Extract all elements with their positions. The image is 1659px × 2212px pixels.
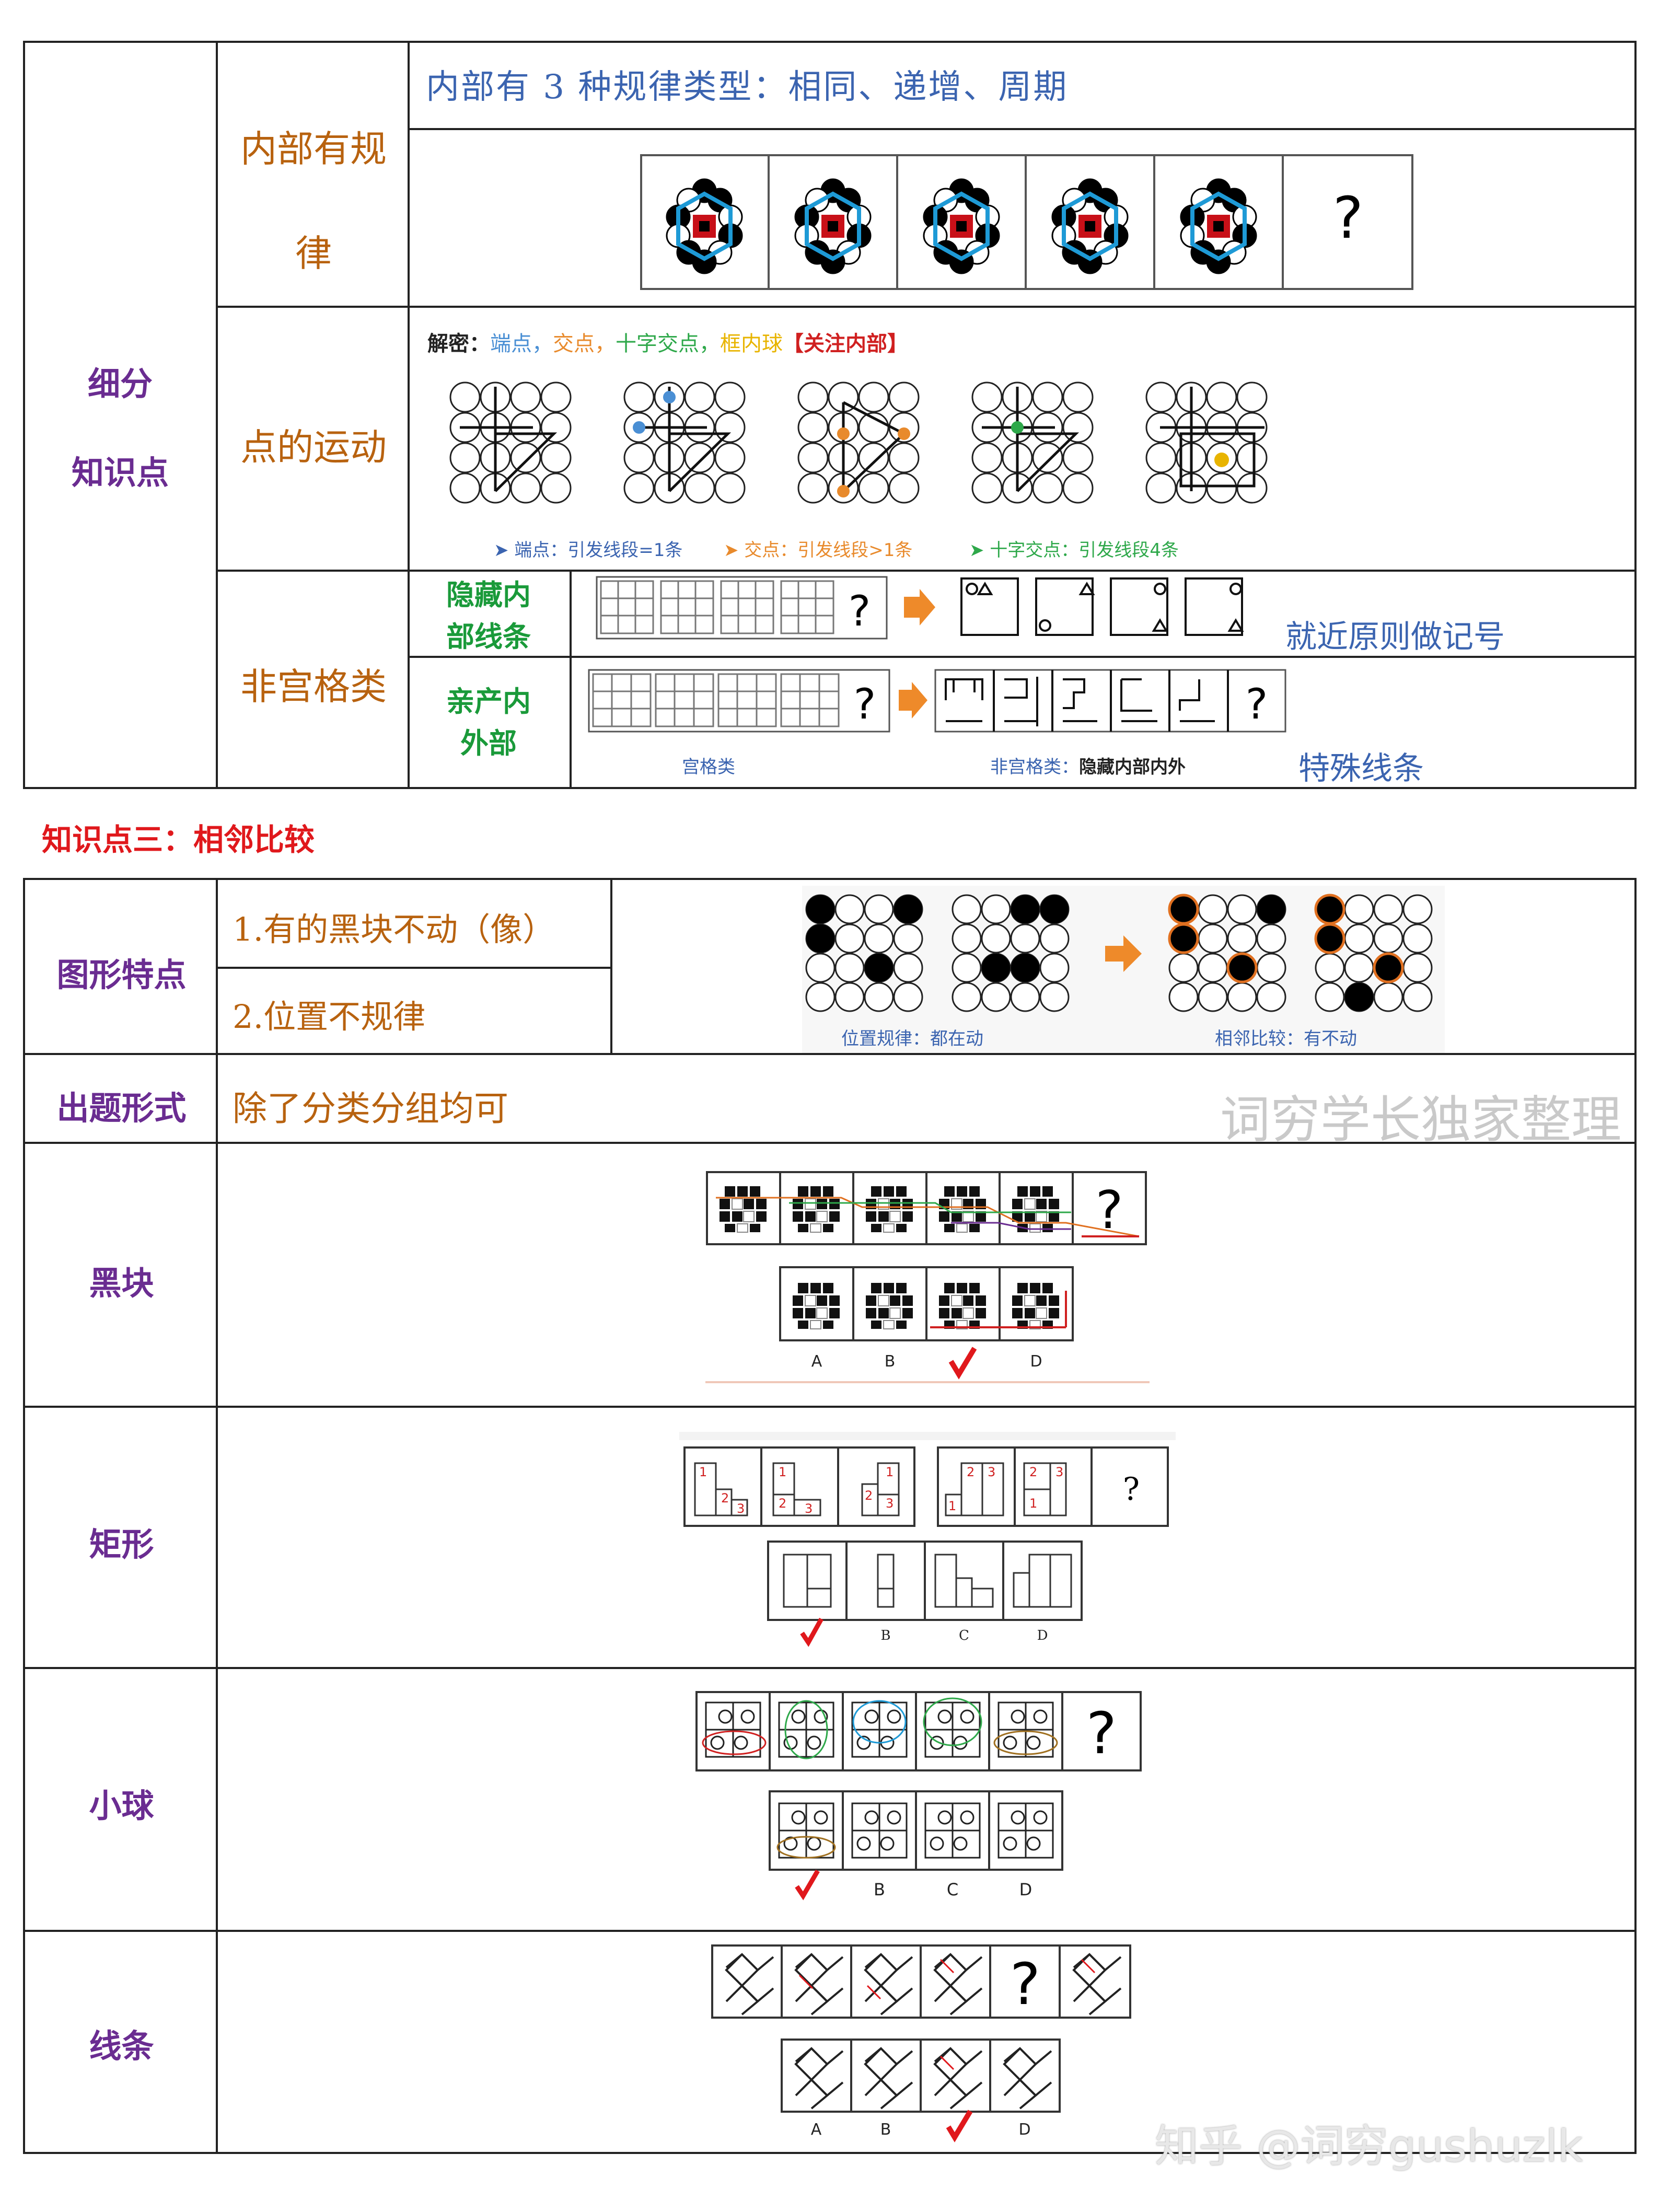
legend-prefix: 解密： [427, 332, 490, 356]
caption-non-grid-prefix: 非宫格类： [990, 757, 1079, 778]
svg-text:?: ? [1095, 1179, 1123, 1241]
watermark: 词穷学长独家整理 [1220, 1091, 1621, 1149]
svg-text:A: A [811, 1352, 822, 1371]
caption-non-grid-type: 非宫格类：隐藏内部内外 [990, 752, 1186, 778]
svg-text:B: B [880, 2121, 891, 2139]
question-mark: ? [849, 587, 871, 635]
feature-item-2: 2.位置不规律 [233, 998, 426, 1036]
inner-outer-figure: ? ? [588, 669, 1286, 733]
point-motion-figures [449, 381, 1268, 504]
svg-text:D: D [1030, 1352, 1042, 1371]
row-label-point-motion: 点的运动 [240, 426, 387, 469]
svg-text:1: 1 [886, 1465, 894, 1479]
legend-focus-inner: 【关注内部】 [783, 332, 908, 356]
small-balls-figure: ? B C D [695, 1691, 1142, 1901]
hidden-lines-figure: ? [596, 576, 1244, 640]
caption-intersection: ➤ 交点：引发线段>1条 [724, 540, 913, 561]
legend-line: 解密：端点，交点，十字交点，框内球【关注内部】 [427, 327, 908, 357]
svg-text:2: 2 [721, 1491, 729, 1505]
caption-cross: ➤ 十字交点：引发线段4条 [969, 540, 1179, 561]
sub-label-inner-outer: 亲产内 外部 [446, 685, 531, 760]
svg-text:3: 3 [886, 1496, 894, 1511]
svg-text:D: D [1019, 1880, 1032, 1900]
hexagon-puzzle-strip: ? [640, 154, 1413, 290]
svg-text:2: 2 [1029, 1465, 1037, 1479]
svg-text:3: 3 [805, 1501, 813, 1516]
note-special-lines: 特殊线条 [1298, 750, 1424, 787]
black-blocks-figure: ? A B D [705, 1171, 1150, 1383]
svg-text:1: 1 [699, 1465, 707, 1479]
legend-cross: 十字交点， [616, 332, 720, 356]
svg-text:B: B [874, 1880, 885, 1900]
legend-endpoint: 端点， [490, 332, 553, 356]
row-label-internal-rule: 内部有规 律 [240, 128, 387, 275]
svg-text:2: 2 [967, 1465, 974, 1479]
svg-text:3: 3 [737, 1501, 745, 1516]
caption-grid-type: 宫格类 [682, 757, 735, 778]
row-label-rectangles: 矩形 [89, 1525, 154, 1564]
svg-text:3: 3 [1055, 1465, 1063, 1479]
row-label-lines: 线条 [89, 2027, 154, 2065]
adjacent-compare-figure [802, 886, 1445, 1053]
svg-text:?: ? [1246, 680, 1268, 728]
footer-watermark: 知乎 @词穷gushuzlk [1155, 2121, 1583, 2172]
question-form-text: 除了分类分组均可 [233, 1088, 508, 1129]
svg-text:1: 1 [779, 1465, 786, 1479]
question-mark: ? [854, 680, 876, 728]
svg-text:1: 1 [1029, 1496, 1037, 1511]
question-mark: ? [1333, 184, 1363, 251]
note-nearest-principle: 就近原则做记号 [1285, 619, 1505, 655]
svg-text:2: 2 [779, 1496, 786, 1511]
svg-text:C: C [947, 1880, 958, 1900]
svg-text:D: D [1018, 2121, 1030, 2139]
label-figure-features: 图形特点 [56, 956, 187, 994]
row-label-black-blocks: 黑块 [89, 1264, 154, 1302]
caption-non-grid-bold: 隐藏内部内外 [1079, 757, 1186, 778]
feature-item-1: 1.有的黑块不动（像） [233, 910, 555, 948]
caption-endpoint: ➤ 端点：引发线段=1条 [494, 540, 683, 561]
svg-text:A: A [811, 2121, 822, 2139]
svg-text:B: B [880, 1628, 890, 1643]
caption-position-rule: 位置规律：都在动 [841, 1028, 983, 1049]
lines-figure: ? A B D [711, 1944, 1131, 2142]
section-label: 细分 知识点 [71, 365, 169, 492]
svg-text:2: 2 [865, 1488, 873, 1503]
svg-text:1: 1 [948, 1499, 956, 1513]
svg-text:C: C [959, 1628, 969, 1643]
section-heading: 知识点三：相邻比较 [42, 822, 315, 858]
sub-label-hidden-lines: 隐藏内 部线条 [446, 578, 531, 653]
caption-adjacent-compare: 相邻比较：有不动 [1215, 1028, 1357, 1049]
svg-text:?: ? [1123, 1471, 1140, 1508]
row-label-non-grid: 非宫格类 [240, 665, 387, 708]
svg-text:D: D [1037, 1628, 1048, 1643]
legend-intersection: 交点， [553, 332, 616, 356]
svg-text:?: ? [1010, 1951, 1040, 2018]
svg-text:3: 3 [988, 1465, 995, 1479]
svg-text:?: ? [1086, 1700, 1117, 1767]
svg-text:B: B [885, 1352, 896, 1371]
row-text-rule-types: 内部有 3 种规律类型：相同、递增、周期 [426, 68, 1069, 107]
legend-ball-in-frame: 框内球 [720, 332, 783, 356]
row-label-small-balls: 小球 [89, 1787, 154, 1825]
label-question-form: 出题形式 [56, 1089, 187, 1127]
